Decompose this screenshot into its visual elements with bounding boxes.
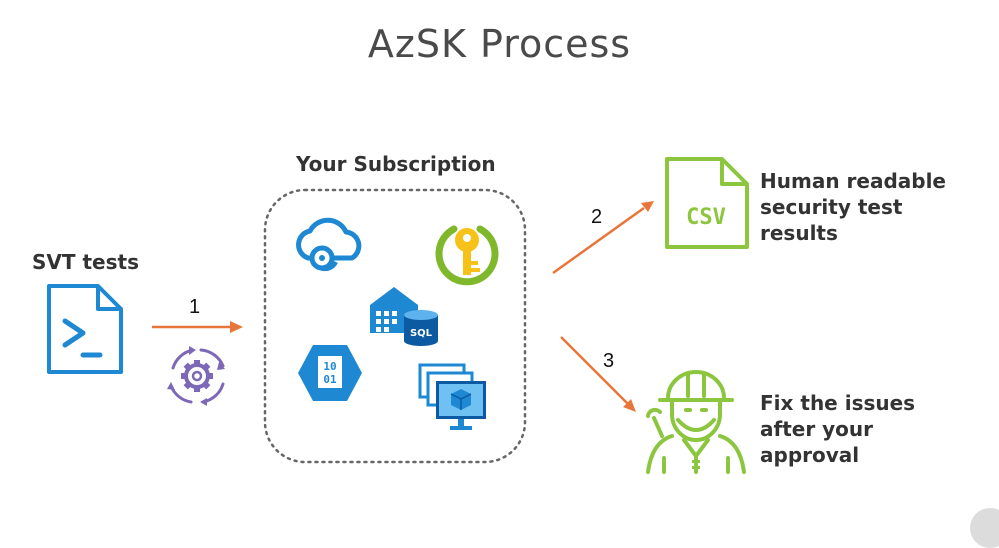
fix-line-1: Fix the issues [760,391,916,415]
worker-icon [646,370,746,474]
arrow-step-1 [152,321,243,333]
powershell-script-icon [47,284,123,374]
play-button[interactable] [970,508,999,548]
virtual-machines-icon [418,363,486,430]
step-1-label: 1 [189,296,201,318]
page-title: AzSK Process [367,22,632,66]
arrow-step-2 [552,201,654,275]
fix-line-2: after your [760,417,874,441]
csv-file-icon: CSV [665,157,749,249]
subscription-boundary [263,188,527,464]
svt-tests-label: SVT tests [32,250,139,274]
arrow-step-3 [560,336,636,412]
cloud-service-icon [296,217,362,272]
step-2-label: 2 [591,206,603,228]
sql-text: SQL [410,328,433,339]
results-description: Human readable security test results [760,168,946,246]
results-line-2: security test [760,195,903,219]
gear-sync-icon [167,346,225,406]
csv-text: CSV [686,205,726,230]
results-line-1: Human readable [760,169,946,193]
binary-line-1: 10 [323,360,336,373]
results-line-3: results [760,221,838,245]
subscription-label: Your Subscription [296,152,496,176]
binary-line-2: 01 [323,373,337,386]
storage-blob-icon: 10 01 [298,345,362,401]
fix-line-3: approval [760,443,860,467]
sql-warehouse-icon: SQL [370,287,438,346]
step-3-label: 3 [603,350,615,372]
key-vault-icon [435,225,499,286]
fix-description: Fix the issues after your approval [760,390,915,468]
